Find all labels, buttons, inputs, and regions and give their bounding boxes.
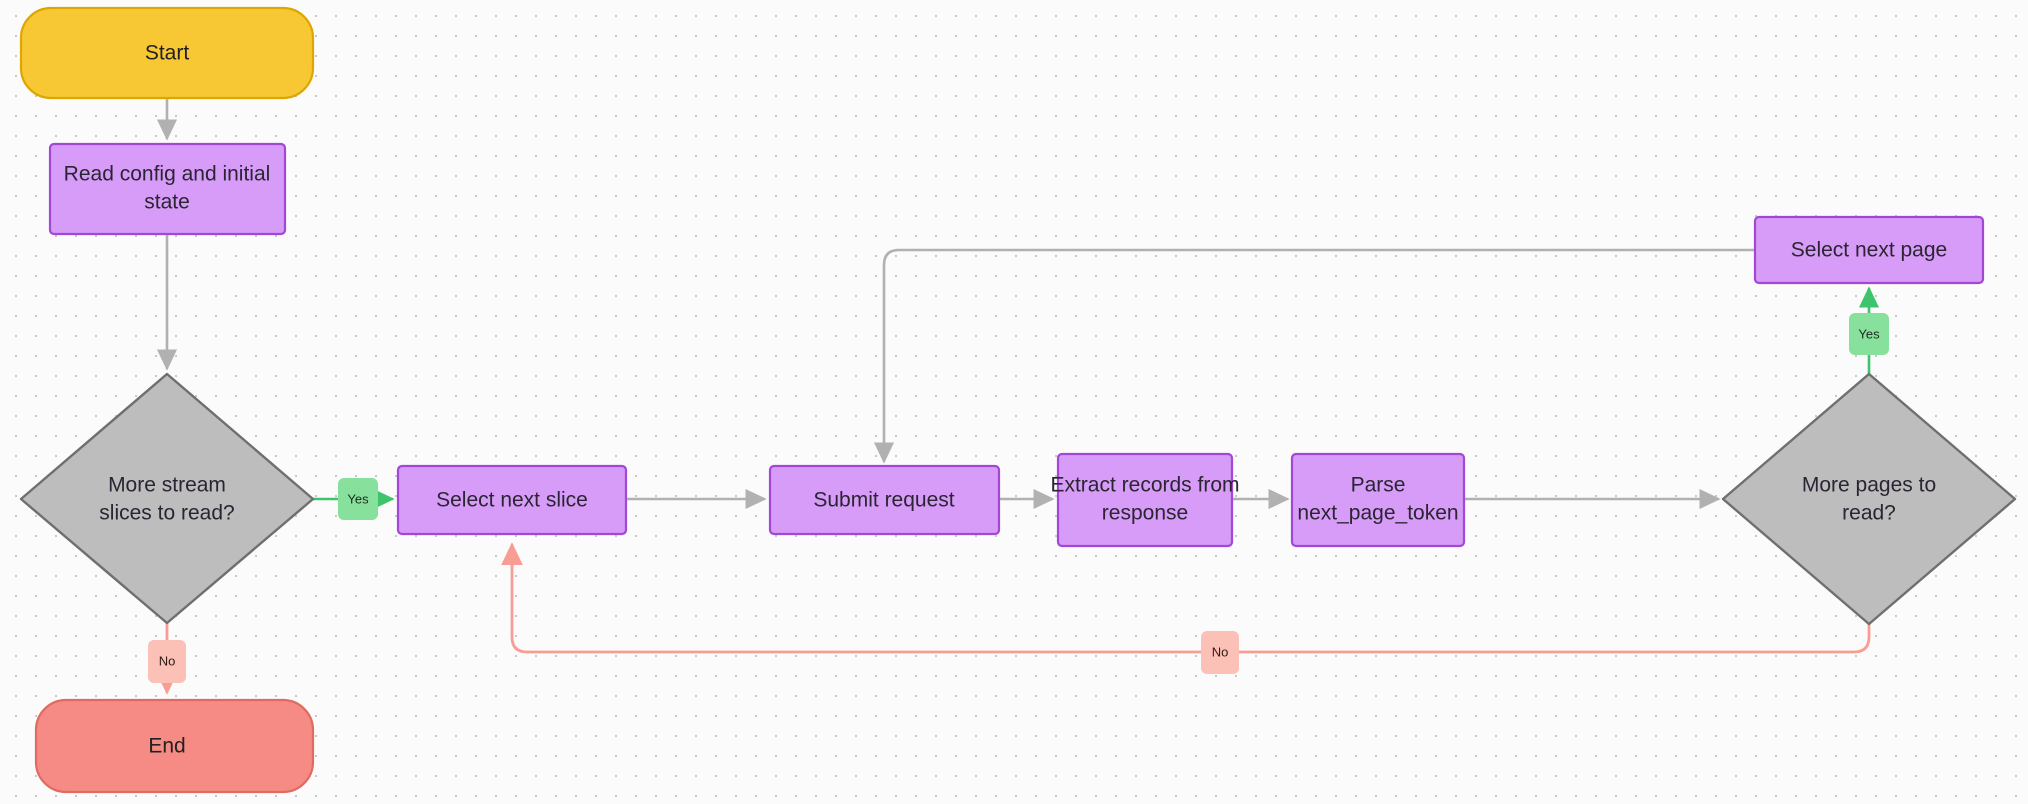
edge-label-pages-no-bg	[1201, 631, 1239, 674]
node-end[interactable]: End	[34, 698, 315, 794]
node-submit-request[interactable]: Submit request	[768, 464, 1001, 536]
node-select-slice-shape	[396, 464, 628, 536]
node-select-slice[interactable]: Select next slice	[396, 464, 628, 536]
node-more-slices-shape	[19, 372, 315, 625]
node-extract-records-shape	[1056, 452, 1234, 548]
node-parse-token[interactable]: Parse next_page_token	[1290, 452, 1466, 548]
node-select-page[interactable]: Select next page	[1753, 215, 1985, 285]
node-more-pages[interactable]: More pages to read?	[1721, 372, 2017, 626]
edge-select-page-to-submit-request-loop	[873, 248, 1757, 464]
node-more-pages-shape	[1721, 372, 2017, 626]
node-start[interactable]: Start	[19, 6, 315, 100]
node-read-config-shape	[48, 142, 287, 236]
node-extract-records[interactable]: Extract records from response	[1050, 452, 1240, 548]
edge-label-slices-no: No	[148, 640, 186, 683]
edge-more-pages-no-to-select-slice-loop	[501, 542, 1871, 654]
node-parse-token-shape	[1290, 452, 1466, 548]
node-read-config[interactable]: Read config and initial state	[48, 142, 287, 236]
node-submit-request-shape	[768, 464, 1001, 536]
edge-label-slices-no-bg	[148, 640, 186, 683]
edge-label-pages-no: No	[1201, 631, 1239, 674]
edge-label-pages-yes: Yes	[1849, 313, 1889, 355]
edge-label-pages-yes-bg	[1849, 313, 1889, 355]
edge-label-slices-yes-bg	[338, 478, 378, 520]
node-start-shape	[19, 6, 315, 100]
edge-label-slices-yes: Yes	[338, 478, 378, 520]
node-end-shape	[34, 698, 315, 794]
node-more-slices[interactable]: More stream slices to read?	[19, 372, 315, 625]
node-select-page-shape	[1753, 215, 1985, 285]
